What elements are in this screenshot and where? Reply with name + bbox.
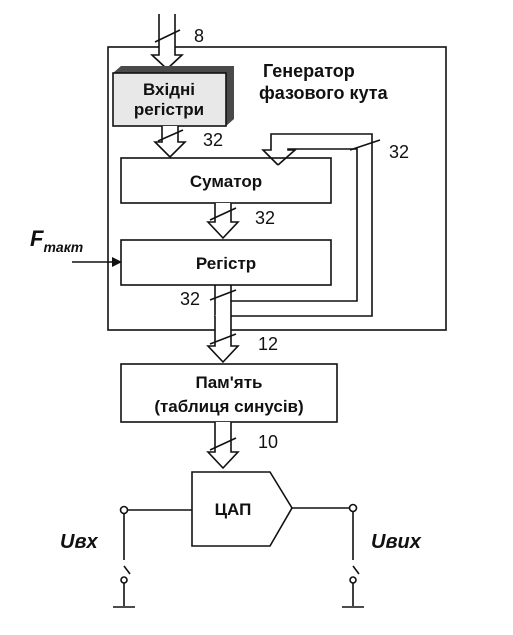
memory-label-line1: Пам'ять (196, 373, 263, 392)
clock-label: Fтакт (30, 226, 83, 255)
input-registers-label-line2: регістри (134, 100, 204, 119)
input-bus (149, 14, 185, 71)
dac-block (191, 471, 293, 547)
bus-width-registers-to-adder: 32 (203, 130, 223, 150)
bus-width-to-dac: 10 (258, 432, 278, 452)
bus-adder-to-register (206, 203, 240, 240)
bus-width-feedback: 32 (389, 142, 409, 162)
bus-width-adder-to-register: 32 (255, 208, 275, 228)
output-terminal (292, 503, 364, 608)
input-terminal (113, 505, 192, 608)
register-label: Регістр (196, 254, 256, 273)
phase-angle-generator-frame (107, 46, 447, 331)
feedback-bus (209, 133, 381, 317)
memory-label-line2: (таблиця синусів) (154, 397, 303, 416)
bus-to-dac (206, 422, 240, 470)
adder-label: Суматор (190, 172, 262, 191)
bus-width-register-out: 32 (180, 289, 200, 309)
bus-registers-to-adder (153, 126, 187, 159)
u-out-label: Uвих (371, 531, 422, 553)
bus-to-memory (206, 301, 240, 364)
u-in-label: Uвх (60, 531, 99, 553)
bus-width-input: 8 (194, 26, 204, 46)
bus-width-to-memory: 12 (258, 334, 278, 354)
input-registers-block (112, 66, 234, 127)
generator-label-line2: фазового кута (259, 83, 389, 103)
adder-block (120, 157, 332, 204)
dac-label: ЦАП (215, 500, 252, 519)
generator-label-line1: Генератор (263, 61, 355, 81)
input-registers-label-line1: Вхідні (143, 80, 195, 99)
